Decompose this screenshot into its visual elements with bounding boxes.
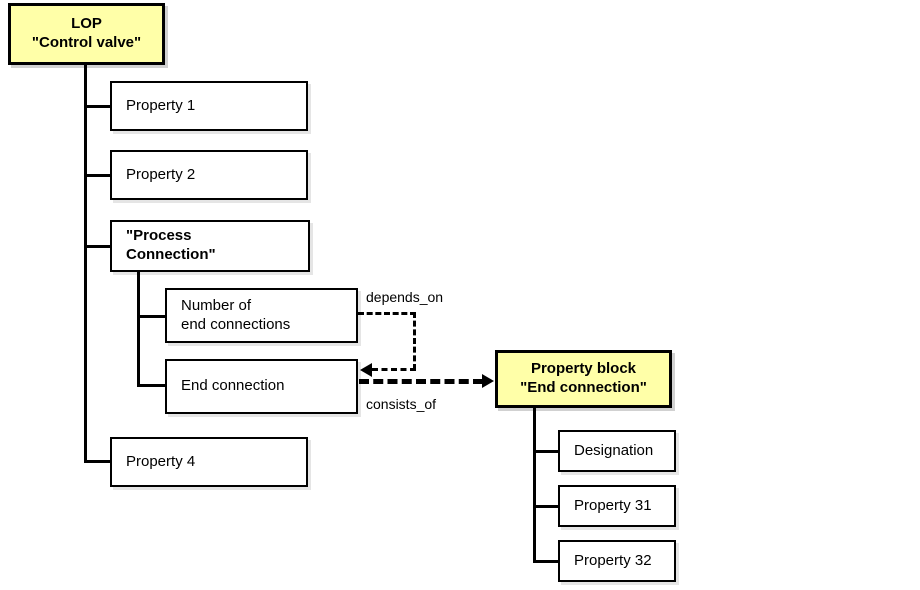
node-designation-label: Designation [574,441,654,459]
node-property-4-label: Property 4 [126,452,196,470]
consists-of-arrowhead [482,374,494,388]
depends-on-segment-bottom [372,368,416,371]
node-property-32-label: Property 32 [574,551,652,569]
node-process-connection[interactable]: "Process Connection" [110,220,310,272]
trunk-process-connection [137,272,140,386]
node-property-block-label: Property block "End connection" [520,360,647,396]
connector-root-to-property-2 [84,174,112,177]
relation-label-consists-of: consists_of [366,396,437,412]
node-number-of-end-connections-label: Number of end connections [181,296,291,333]
connector-process-to-number-of-end-connections [137,315,167,318]
node-property-1[interactable]: Property 1 [110,81,308,131]
connector-root-to-property-4 [84,460,112,463]
node-property-block-end-connection[interactable]: Property block "End connection" [495,350,672,408]
depends-on-segment-top [358,312,416,315]
depends-on-segment-vertical [413,312,416,370]
node-property-32[interactable]: Property 32 [558,540,676,582]
node-property-31-label: Property 31 [574,496,652,514]
node-process-connection-label: "Process Connection" [126,227,216,263]
node-end-connection[interactable]: End connection [165,359,358,414]
connector-block-to-designation [533,450,560,453]
consists-of-segment [359,379,483,384]
connector-block-to-property-31 [533,505,560,508]
root-node-label: LOP "Control valve" [31,15,142,51]
trunk-main [84,65,87,463]
node-property-4[interactable]: Property 4 [110,437,308,487]
connector-process-to-end-connection [137,384,167,387]
connector-block-to-property-32 [533,560,560,563]
node-designation[interactable]: Designation [558,430,676,472]
trunk-property-block [533,408,536,562]
node-property-2-label: Property 2 [126,165,196,183]
depends-on-arrowhead [360,363,372,377]
node-property-1-label: Property 1 [126,96,196,114]
node-end-connection-label: End connection [181,377,285,395]
root-node-lop-control-valve[interactable]: LOP "Control valve" [8,3,165,65]
node-number-of-end-connections[interactable]: Number of end connections [165,288,358,343]
node-property-31[interactable]: Property 31 [558,485,676,527]
connector-root-to-process-connection [84,245,112,248]
relation-label-depends-on: depends_on [366,289,444,305]
connector-root-to-property-1 [84,105,112,108]
node-property-2[interactable]: Property 2 [110,150,308,200]
